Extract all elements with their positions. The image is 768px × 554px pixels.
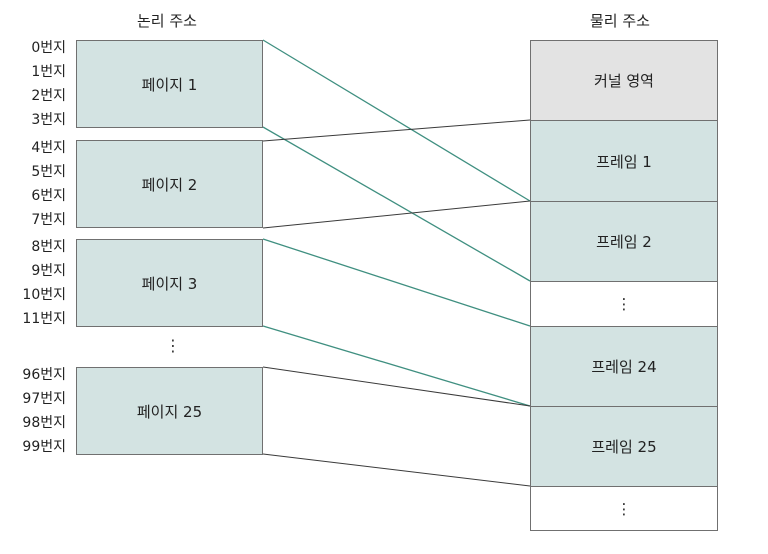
address-label: 97번지 [22, 391, 66, 407]
logical-page-25: 페이지 25 [76, 367, 263, 455]
frame-ellipsis: ⋮ [530, 486, 718, 531]
frame-25: 프레임 25 [530, 406, 718, 487]
address-label: 99번지 [22, 439, 66, 455]
address-label: 96번지 [22, 367, 66, 383]
logical-page-1: 페이지 1 [76, 40, 263, 128]
address-label: 4번지 [31, 140, 66, 156]
frame-1: 프레임 1 [530, 120, 718, 202]
frame-ellipsis-dots: ⋮ [616, 499, 632, 518]
address-label: 6번지 [31, 188, 66, 204]
address-label: 0번지 [31, 40, 66, 56]
address-label: 9번지 [31, 263, 66, 279]
address-label: 98번지 [22, 415, 66, 431]
frame-2: 프레임 2 [530, 201, 718, 282]
address-label: 1번지 [31, 64, 66, 80]
frame-label: 프레임 1 [596, 152, 652, 171]
logical-page-label: 페이지 25 [136, 402, 203, 421]
logical-address-header: 논리 주소 [137, 12, 197, 30]
mapping-line-page3-bottom [262, 325, 531, 407]
mapping-line-page1-top [262, 39, 531, 202]
physical-address-header: 물리 주소 [590, 12, 650, 30]
logical-page-label: 페이지 3 [141, 274, 198, 293]
address-label: 8번지 [31, 239, 66, 255]
address-label: 2번지 [31, 88, 66, 104]
logical-page-2: 페이지 2 [76, 140, 263, 228]
frame-ellipsis: ⋮ [530, 281, 718, 327]
address-label: 11번지 [22, 311, 66, 327]
mapping-line-page25-bottom [262, 453, 531, 487]
frame-label: 프레임 24 [591, 358, 657, 376]
kernel-area: 커널 영역 [530, 40, 718, 121]
logical-ellipsis: ⋮ [165, 336, 181, 355]
address-label: 10번지 [22, 287, 66, 303]
address-label: 7번지 [31, 212, 66, 228]
mapping-line-page2-top [262, 119, 531, 142]
mapping-line-page2-bottom [262, 200, 531, 229]
logical-page-3: 페이지 3 [76, 239, 263, 327]
frame-label: 프레임 2 [596, 233, 652, 251]
mapping-line-page1-bottom [262, 126, 531, 282]
logical-page-label: 페이지 1 [141, 75, 198, 94]
address-label: 3번지 [31, 112, 66, 128]
mapping-line-page3-top [262, 238, 531, 327]
frame-label: 프레임 25 [591, 438, 657, 456]
frame-ellipsis-dots: ⋮ [616, 295, 632, 313]
frame-24: 프레임 24 [530, 326, 718, 407]
frame-label: 커널 영역 [594, 72, 654, 90]
mapping-line-page25-top [262, 366, 531, 407]
address-label: 5번지 [31, 164, 66, 180]
logical-page-label: 페이지 2 [141, 175, 198, 194]
